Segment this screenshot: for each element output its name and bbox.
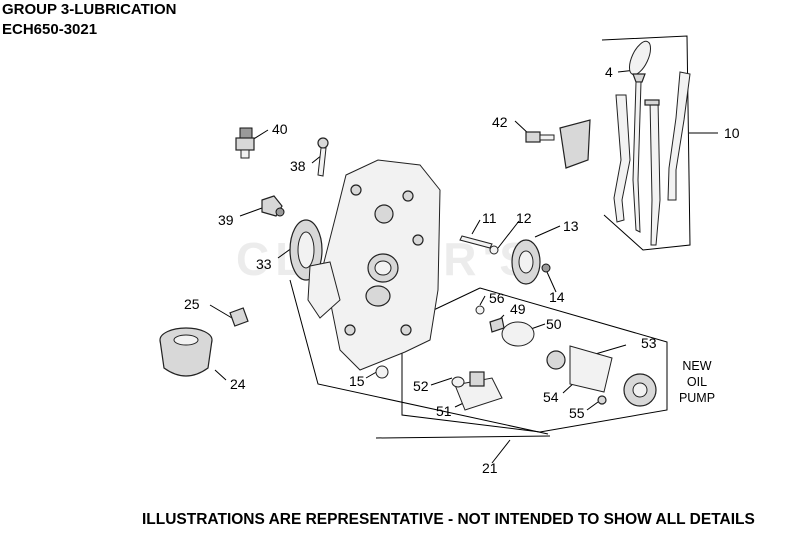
callout-54: 54 — [543, 389, 559, 405]
callout-49: 49 — [510, 301, 526, 317]
part-24-oil-filter — [159, 327, 213, 377]
part-50-oring — [501, 321, 535, 347]
disclaimer-footer: ILLUSTRATIONS ARE REPRESENTATIVE - NOT I… — [142, 511, 755, 528]
diagram-header: GROUP 3-LUBRICATION ECH650-3021 — [2, 0, 176, 40]
callout-4: 4 — [605, 64, 613, 80]
crankcase-cover — [307, 159, 441, 371]
part-13-gear — [511, 239, 551, 285]
part-25-adapter — [229, 307, 249, 327]
part-15-oring — [375, 365, 389, 379]
callout-56: 56 — [489, 290, 505, 306]
callout-21: 21 — [482, 460, 498, 476]
callout-12: 12 — [516, 210, 532, 226]
callout-38: 38 — [290, 158, 306, 174]
callout-33: 33 — [256, 256, 272, 272]
new-oil-pump-note: NEW OIL PUMP — [672, 358, 722, 406]
callout-52: 52 — [413, 378, 429, 394]
callout-42: 42 — [492, 114, 508, 130]
model-number: ECH650-3021 — [2, 21, 98, 38]
part-53-pump — [546, 345, 657, 407]
callout-40: 40 — [272, 121, 288, 137]
callout-50: 50 — [546, 316, 562, 332]
callout-13: 13 — [563, 218, 579, 234]
callout-11: 11 — [482, 210, 497, 226]
callout-39: 39 — [218, 212, 234, 228]
part-56 — [475, 305, 485, 315]
callout-15: 15 — [349, 373, 365, 389]
part-11-pin — [459, 235, 493, 249]
part-42 — [525, 119, 591, 169]
dipstick-assembly — [613, 40, 691, 246]
part-51-cover — [454, 371, 503, 411]
note-line-3: PUMP — [678, 391, 716, 405]
callout-24: 24 — [230, 376, 246, 392]
callout-55: 55 — [569, 405, 585, 421]
part-40-sensor — [235, 127, 255, 159]
callout-25: 25 — [184, 296, 200, 312]
part-55-screw — [597, 395, 607, 405]
note-line-1: NEW — [682, 359, 712, 373]
part-52-oring — [451, 376, 465, 388]
part-12-washer — [489, 245, 499, 255]
part-38-bolt — [317, 137, 329, 177]
callout-10: 10 — [724, 125, 740, 141]
part-39-fitting — [261, 195, 285, 217]
note-line-2: OIL — [686, 375, 708, 389]
part-49-spring — [489, 317, 505, 333]
group-title: GROUP 3-LUBRICATION — [2, 1, 177, 18]
callout-53: 53 — [641, 335, 657, 351]
callout-51: 51 — [436, 403, 452, 419]
callout-14: 14 — [549, 289, 565, 305]
